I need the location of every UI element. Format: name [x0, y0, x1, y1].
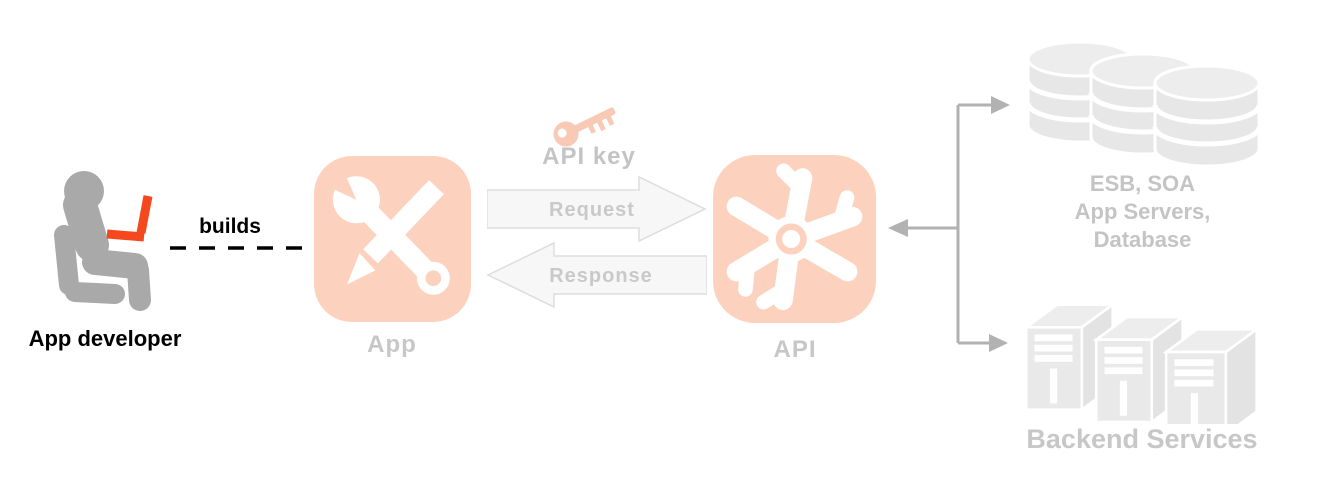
torso	[63, 188, 109, 262]
head	[64, 171, 104, 211]
person-at-laptop-icon	[54, 171, 153, 311]
arrowhead-to-databases	[991, 96, 1010, 114]
app-tile	[314, 156, 471, 322]
chair-back	[54, 225, 79, 295]
wrench-pencil-icon	[318, 160, 450, 295]
integration-tier-label: ESB, SOA App Servers, Database	[1040, 170, 1245, 254]
response-label: Response	[549, 265, 653, 287]
arrowhead-to-servers	[989, 334, 1008, 352]
api-label: API	[773, 336, 817, 363]
response-arrow	[486, 241, 707, 309]
developer-label: App developer	[28, 326, 182, 351]
chair-seat	[65, 282, 125, 304]
server-tower-right	[1162, 326, 1261, 424]
database-stack-icon	[1027, 40, 1261, 168]
integration-tier-line3: Database	[1093, 227, 1192, 252]
backend-services-label: Backend Services	[1026, 424, 1258, 454]
api-key-label: API key	[542, 143, 636, 170]
integration-tier-line2: App Servers,	[1074, 199, 1211, 224]
pinwheel-icon	[726, 163, 863, 311]
builds-label: builds	[199, 215, 261, 238]
app-label: App	[367, 331, 417, 358]
shin	[127, 259, 151, 311]
laptop-icon	[106, 195, 153, 242]
server-stack-icon	[1024, 302, 1261, 424]
builds-dashed-line	[170, 246, 308, 250]
api-tile	[713, 155, 876, 323]
request-arrow	[487, 175, 707, 243]
integration-tier-line1: ESB, SOA	[1089, 171, 1196, 196]
fork-connector	[888, 96, 1010, 352]
key-icon	[553, 107, 616, 147]
cylinder-right	[1152, 64, 1261, 168]
request-label: Request	[549, 199, 635, 221]
arrowhead-to-api	[888, 219, 908, 237]
